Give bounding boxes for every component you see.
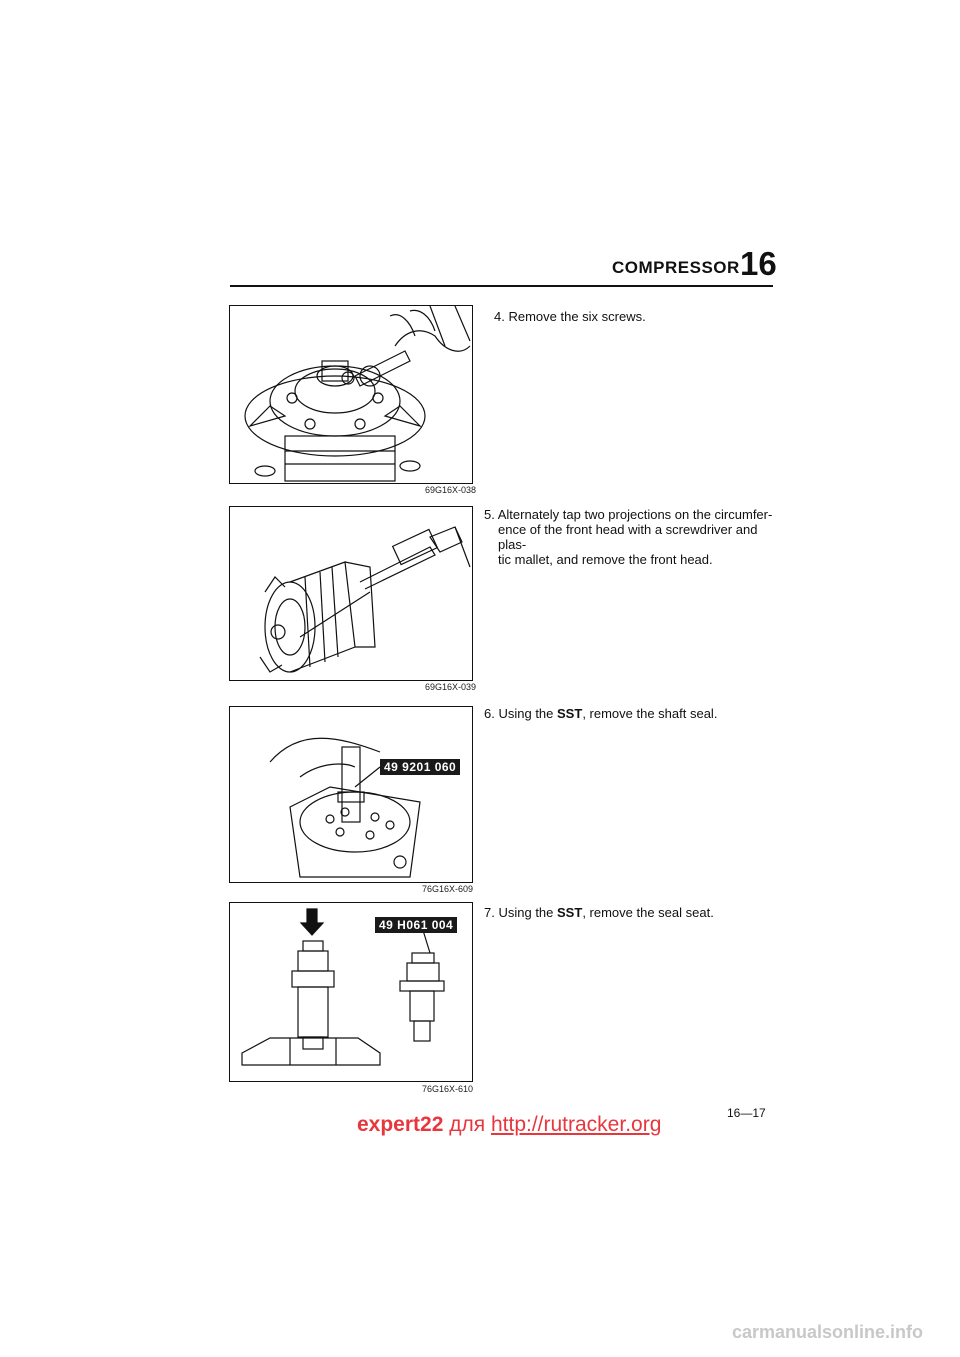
figure-code: 76G16X-610 <box>422 1084 474 1094</box>
step-number: 6. <box>484 706 495 721</box>
step-text-line: ence of the front head with a screwdrive… <box>498 522 758 552</box>
step-5: 5. Alternately tap two projections on th… <box>484 507 784 567</box>
step-text-line: Alternately tap two projections on the c… <box>497 507 773 522</box>
figure-remove-shaft-seal: 49 9201 060 <box>229 706 473 883</box>
page-number: 16—17 <box>727 1106 766 1120</box>
compressor-front-head-illustration <box>259 526 471 673</box>
figure-code: 69G16X-039 <box>425 682 477 692</box>
shaft-seal-removal-illustration <box>269 737 421 878</box>
sst-term: SST <box>557 706 583 721</box>
compressor-screw-illustration <box>244 306 471 482</box>
figure-code: 76G16X-609 <box>422 884 474 894</box>
sst-tool-label: 49 9201 060 <box>380 759 461 775</box>
sst-tool-label: 49 H061 004 <box>375 917 458 933</box>
site-watermark: carmanualsonline.info <box>732 1322 924 1342</box>
step-text: Using the <box>498 905 558 920</box>
step-text: , remove the shaft seal. <box>582 706 718 721</box>
figure-remove-front-head <box>229 506 473 681</box>
step-text: Using the <box>498 706 558 721</box>
step-text: Remove the six screws. <box>508 309 646 324</box>
header-rule <box>230 285 773 287</box>
watermark: expert22 для http://rutracker.org <box>357 1113 661 1137</box>
figure-remove-seal-seat: 49 H061 004 <box>229 902 473 1082</box>
step-number: 5. <box>484 507 495 522</box>
step-number: 7. <box>484 905 495 920</box>
section-title: COMPRESSOR <box>612 258 740 277</box>
step-text: , remove the seal seat. <box>582 905 714 920</box>
step-4: 4. Remove the six screws. <box>494 309 646 324</box>
sst-term: SST <box>557 905 583 920</box>
watermark-user: expert22 <box>357 1113 444 1136</box>
step-6: 6. Using the SST, remove the shaft seal. <box>484 706 717 721</box>
step-text-line: tic mallet, and remove the front head. <box>498 552 713 567</box>
step-number: 4. <box>494 309 505 324</box>
seal-seat-removal-illustration <box>241 908 445 1066</box>
step-7: 7. Using the SST, remove the seal seat. <box>484 905 714 920</box>
watermark-link[interactable]: http://rutracker.org <box>490 1113 662 1136</box>
section-number: 16 <box>740 245 777 282</box>
watermark-middle: для <box>449 1113 486 1136</box>
figure-code: 69G16X-038 <box>425 485 477 495</box>
figure-remove-screws <box>229 305 473 484</box>
